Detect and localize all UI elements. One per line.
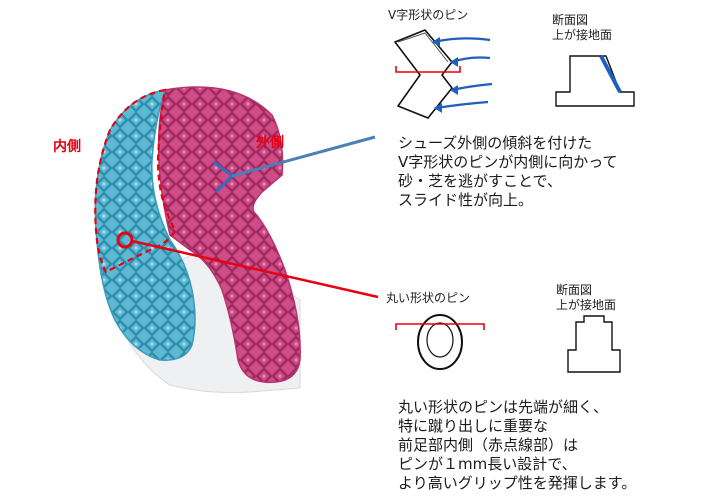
v-pin-title: V字形状のピン (388, 8, 469, 22)
round-pin-diagram (395, 314, 485, 370)
round-pin-marker-icon (116, 231, 134, 249)
round-pin-title: 丸い形状のピン (386, 291, 471, 305)
round-pin-cross-section (567, 315, 621, 373)
v-pin-section-title: 断面図 上が接地面 (552, 13, 613, 42)
v-pin-description: シューズ外側の傾斜を付けた V字形状のピンが内側に向かって 砂・芝を逃がすことで… (398, 134, 618, 209)
round-pin-section-title: 断面図 上が接地面 (556, 283, 617, 312)
v-pin-diagram (394, 29, 493, 119)
round-pin-description: 丸い形状のピンは先端が細く、 特に蹴り出しに重要な 前足部内側（赤点線部）は ピ… (398, 398, 637, 492)
forefoot-inner-dashed-region (94, 88, 177, 274)
round-pin-pointer-line (131, 239, 379, 299)
v-pin-cross-section (555, 55, 635, 107)
inner-side-label: 内側 (53, 139, 81, 155)
v-pin-pointer-line (231, 135, 376, 178)
outer-side-label: 外側 (256, 135, 284, 151)
